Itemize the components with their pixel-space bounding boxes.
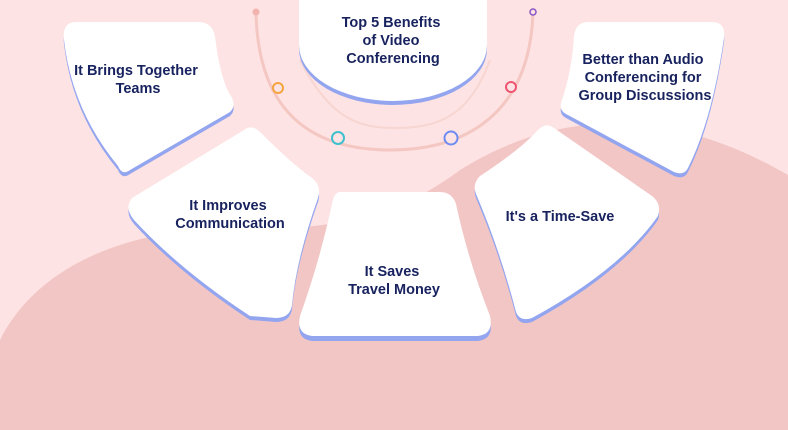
benefit-audio-line-3: Group Discussions	[579, 88, 712, 104]
benefit-audio-line-1: Better than Audio	[582, 52, 703, 68]
decorative-arc-inner	[299, 59, 491, 130]
title-line-3: Conferencing	[346, 51, 439, 67]
benefit-communication-line-1: It Improves	[189, 198, 266, 214]
arc-end-dot-left	[252, 8, 260, 16]
arc-dot-red	[505, 81, 517, 93]
svg-text:Top 5 Benefits of Video: Top 5 Benefits of Video Conferencing	[342, 15, 445, 67]
benefit-card-travel-money: It Saves Travel Money	[299, 192, 491, 341]
arc-dot-purple	[529, 8, 537, 16]
benefit-card-time-save: It's a Time-Save	[474, 125, 660, 324]
title-line-1: Top 5 Benefits	[342, 15, 441, 31]
svg-text:Better than Audio Confer: Better than Audio Conferencing for Group…	[579, 52, 712, 104]
arc-dot-orange	[272, 82, 284, 94]
arc-dot-blue	[443, 130, 459, 146]
title-badge: Top 5 Benefits of Video Conferencing	[299, 0, 487, 105]
benefit-time-save-line-1: It's a Time-Save	[506, 209, 615, 225]
svg-text:It's a Time-Save: It's a Time-Save	[506, 209, 615, 225]
svg-text:It Improves Communicatio: It Improves Communication	[175, 198, 285, 232]
svg-text:It Brings Together Teams: It Brings Together Teams	[74, 63, 202, 97]
benefit-card-communication: It Improves Communication	[128, 127, 320, 322]
benefit-card-group-discussions: Better than Audio Conferencing for Group…	[560, 22, 725, 178]
title-line-2: of Video	[363, 33, 420, 49]
svg-text:It Saves Travel Money: It Saves Travel Money	[348, 264, 440, 298]
benefit-card-teams: It Brings Together Teams	[63, 22, 234, 177]
arc-dot-teal	[331, 131, 345, 145]
benefit-teams-line-1: It Brings Together	[74, 63, 198, 79]
benefit-teams-line-2: Teams	[116, 81, 161, 97]
benefit-communication-line-2: Communication	[175, 216, 285, 232]
benefit-travel-line-2: Travel Money	[348, 282, 440, 298]
benefit-audio-line-2: Conferencing for	[585, 70, 702, 86]
benefit-travel-line-1: It Saves	[365, 264, 420, 280]
